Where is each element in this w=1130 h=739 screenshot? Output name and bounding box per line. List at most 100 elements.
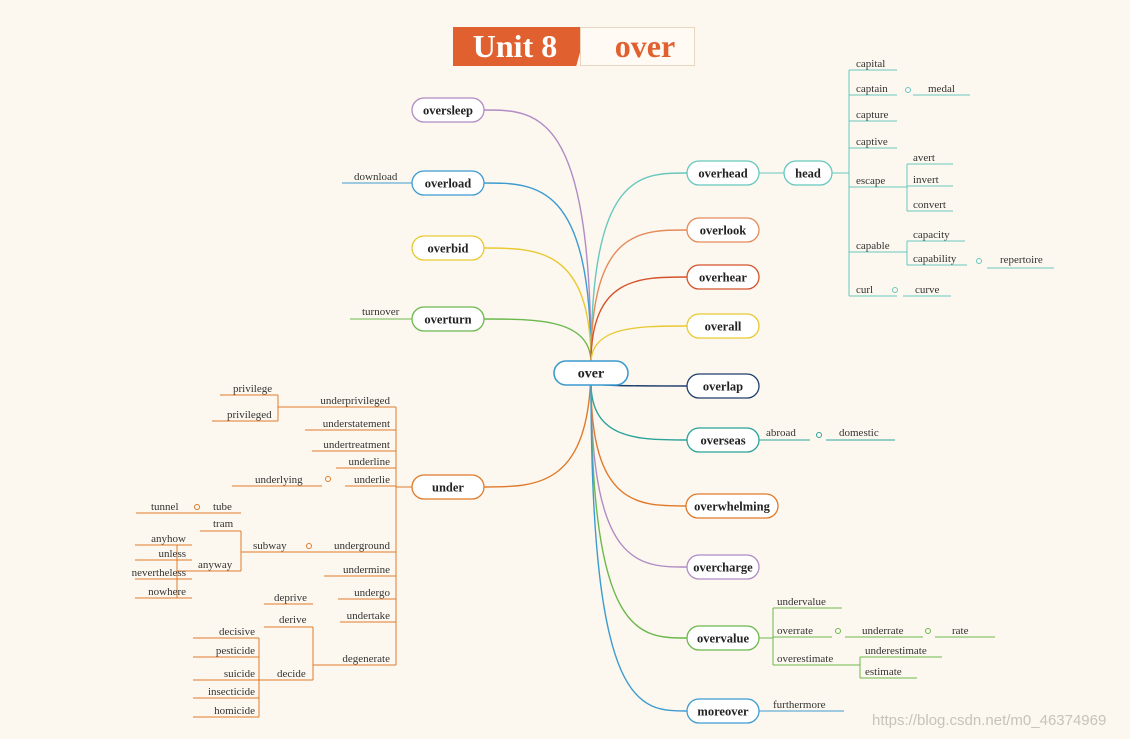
node-under-box: [411, 474, 485, 500]
node-overlook[interactable]: overlook: [700, 224, 747, 238]
word-undergo: undergo: [354, 587, 390, 599]
curve-b08bc4: [590, 382, 688, 568]
node-overhear-box: [686, 264, 760, 290]
node-overbid-box: [411, 235, 485, 261]
curve-e8c934: [590, 325, 688, 364]
node-overwhelming-box: [685, 493, 779, 519]
word-escape: escape: [856, 175, 885, 187]
curve-6bb84d: [590, 382, 688, 639]
word-underrate: underrate: [862, 625, 904, 637]
word-decisive: decisive: [219, 626, 255, 638]
word-medal: medal: [928, 83, 955, 95]
word-capable: capable: [856, 240, 890, 252]
word-overestimate: overestimate: [777, 653, 833, 665]
node-overlap[interactable]: overlap: [703, 380, 743, 394]
connector-dot: [905, 87, 911, 93]
curve-3d9bd0: [483, 182, 592, 364]
word-avert: avert: [913, 152, 935, 164]
node-head[interactable]: head: [795, 167, 821, 181]
node-overhead-box: [686, 160, 760, 186]
node-overvalue[interactable]: overvalue: [697, 632, 750, 646]
word-captive: captive: [856, 136, 888, 148]
curve-e07a2a: [590, 382, 687, 507]
word-tram: tram: [213, 518, 234, 530]
node-oversleep-box: [411, 97, 485, 123]
word-underline: underline: [348, 456, 390, 468]
node-overall-box: [686, 313, 760, 339]
word-capture: capture: [856, 109, 888, 121]
node-overhead[interactable]: overhead: [698, 167, 747, 181]
word-capital: capital: [856, 58, 885, 70]
node-overturn[interactable]: overturn: [424, 313, 471, 327]
node-overseas-box: [686, 427, 760, 453]
node-overload-box: [411, 170, 485, 196]
word-unless: unless: [159, 548, 187, 560]
word-capacity: capacity: [913, 229, 950, 241]
node-overvalue-box: [686, 625, 760, 651]
connector-dot: [194, 504, 200, 510]
word-subway: subway: [253, 540, 287, 552]
word-curl: curl: [856, 284, 873, 296]
node-head-box: [783, 160, 833, 186]
word-underlie: underlie: [354, 474, 390, 486]
connector-dot: [325, 476, 331, 482]
word-tube: tube: [213, 501, 232, 513]
word-underestimate: underestimate: [865, 645, 927, 657]
word-captain: captain: [856, 83, 888, 95]
curve-e8c934: [483, 247, 592, 364]
word-invert: invert: [913, 174, 939, 186]
word-understatement: understatement: [323, 418, 390, 430]
connector-dot: [306, 543, 312, 549]
word-derive: derive: [279, 614, 307, 626]
node-oversleep[interactable]: oversleep: [423, 104, 473, 118]
connector-dot: [925, 628, 931, 634]
curve-e07a2a: [483, 362, 592, 488]
node-overwhelming[interactable]: overwhelming: [694, 500, 770, 514]
word-convert: convert: [913, 199, 946, 211]
word-download: download: [354, 171, 398, 183]
word-decide: decide: [277, 668, 306, 680]
word-undertake: undertake: [347, 610, 390, 622]
connector-dot: [976, 258, 982, 264]
node-overload[interactable]: overload: [425, 177, 472, 191]
word-privilege: privilege: [233, 383, 272, 395]
title-unit-box: Unit 8: [453, 27, 587, 66]
curve-67c7bf: [590, 172, 688, 364]
word-insecticide: insecticide: [208, 686, 255, 698]
curve-e38a5a: [590, 229, 688, 364]
node-over-box: [553, 360, 629, 386]
node-overbid[interactable]: overbid: [428, 242, 469, 256]
curve-3d9bd0: [590, 382, 688, 712]
word-rate: rate: [952, 625, 969, 637]
node-overseas[interactable]: overseas: [700, 434, 745, 448]
title-word: over: [614, 28, 676, 64]
word-undervalue: undervalue: [777, 596, 826, 608]
node-under[interactable]: under: [432, 481, 464, 495]
word-furthermore: furthermore: [773, 699, 826, 711]
word-anyway: anyway: [198, 559, 233, 571]
word-underground: underground: [334, 540, 391, 552]
curve-d4532a: [590, 276, 688, 364]
node-overall[interactable]: overall: [705, 320, 742, 334]
word-curve: curve: [915, 284, 940, 296]
word-estimate: estimate: [865, 666, 902, 678]
node-over[interactable]: over: [578, 367, 604, 382]
word-domestic: domestic: [839, 427, 879, 439]
word-abroad: abroad: [766, 427, 796, 439]
node-overcharge-box: [686, 554, 760, 580]
word-repertoire: repertoire: [1000, 254, 1043, 266]
word-underlying: underlying: [255, 474, 303, 486]
curve-b08bc4: [483, 109, 592, 364]
node-moreover[interactable]: moreover: [697, 705, 749, 719]
word-connectors: [135, 69, 1054, 718]
word-undertreatment: undertreatment: [323, 439, 390, 451]
node-overlap-box: [686, 373, 760, 399]
node-moreover-box: [686, 698, 760, 724]
node-overcharge[interactable]: overcharge: [693, 561, 753, 575]
connector-dot: [835, 628, 841, 634]
word-suicide: suicide: [224, 668, 255, 680]
node-overhear[interactable]: overhear: [699, 271, 747, 285]
curve-2aa399: [590, 382, 688, 441]
curve-6bb84d: [483, 318, 592, 364]
